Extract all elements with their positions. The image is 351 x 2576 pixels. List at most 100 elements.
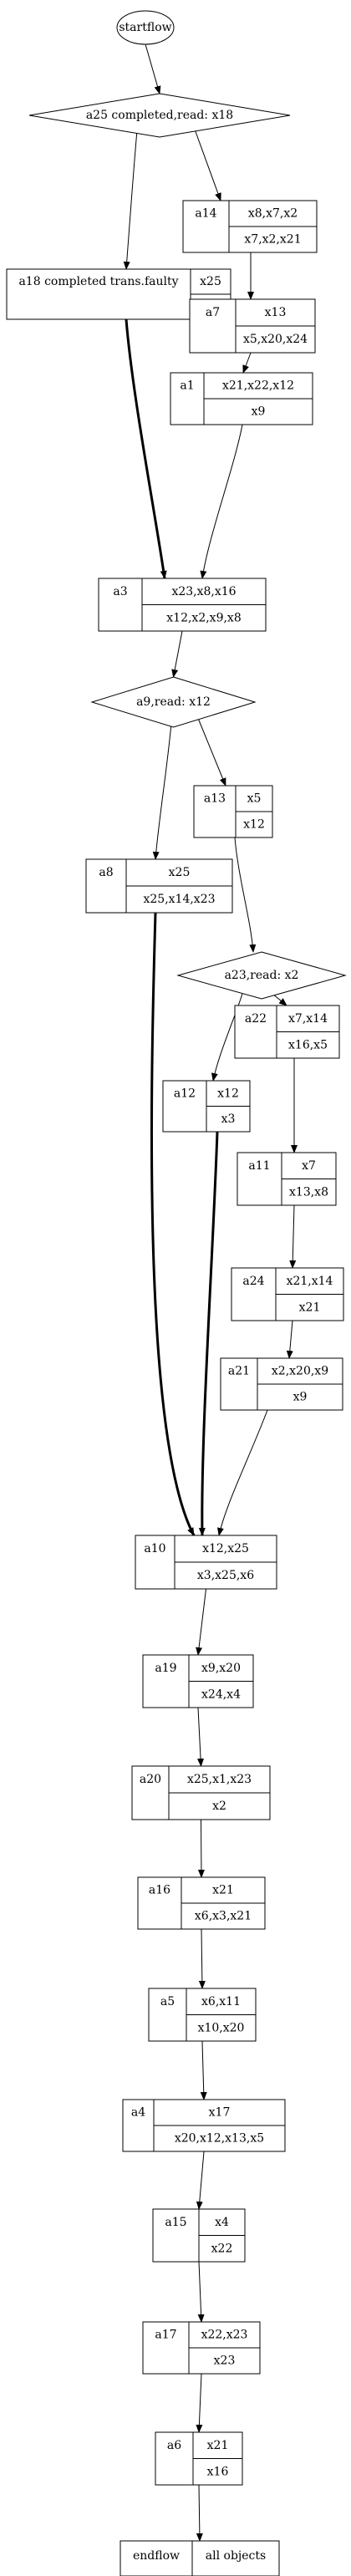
node-endflow: endflow all objects [120,2540,280,2576]
edge-a6-to-endflow [196,2484,203,2542]
edge-a20-to-a16 [197,1819,205,1878]
record-name: a3 [113,585,127,598]
record-write-vars: x23 [214,2355,236,2368]
edge-a17-to-a6 [196,2373,203,2433]
record-read-vars: x12,x25 [202,1542,249,1555]
record-name: a20 [140,1773,161,1786]
node-startflow: startflow [116,10,175,45]
record-read-vars: x21 [207,2439,229,2452]
record-name: a19 [155,1662,176,1675]
record-name: a15 [165,2216,186,2229]
record-write-vars: x2 [212,1800,226,1813]
record-read-vars: x7 [302,1159,316,1173]
diamond-shape [28,93,291,138]
node-a8: a8 x25 x25,x14,x23 [85,858,233,914]
node-a7: a7 x13 x5,x20,x24 [189,298,316,354]
record-name: a21 [228,1365,250,1378]
record-write-vars: x24,x4 [201,1688,241,1701]
node-a1: a1 x21,x22,x12 x9 [170,372,313,425]
record-write-vars: x9 [252,405,266,419]
record-read-vars: x6,x11 [201,1995,241,2008]
record-write-vars: x21 [299,1301,321,1314]
record-write-vars: x12 [243,818,265,832]
record-name: a1 [180,379,194,393]
record-read-vars: x25 [169,866,191,879]
edge-d-a9-to-a13 [195,711,226,787]
ellipse-shape [116,10,175,45]
edge-a7-to-a1 [242,352,252,374]
node-a20: a20 x25,x1,x23 x2 [131,1765,271,1820]
edge-a11-to-a24 [289,1204,297,1269]
record-write-vars: x3,x25,x6 [197,1569,254,1582]
decision-label: a23,read: x2 [225,969,299,982]
record-read-vars: x17 [209,2106,231,2120]
record-read-vars: x22,x23 [201,2329,248,2342]
node-a19: a19 x9,x20 x24,x4 [142,1654,254,1708]
record-read-vars: x8,x7,x2 [248,207,298,221]
record-read-vars: x21,x14 [287,1275,333,1288]
edge-d-a9-to-a8 [152,722,172,860]
record-read-vars: x21,x22,x12 [222,379,294,393]
edge-a19-to-a20 [197,1707,205,1767]
edge-a8-to-a10 [150,912,196,1536]
record-write-vars: x16 [207,2465,229,2478]
record-name: a7 [206,306,220,319]
record-write-vars: x16,x5 [288,1038,328,1051]
edge-a5-to-a4 [200,2040,207,2100]
edges [123,43,298,2542]
record-read-vars: x13 [265,306,287,319]
edge-d-a25-to-a18 [123,130,138,270]
record-name: a8 [99,866,113,879]
record-write-vars: x9 [293,1391,308,1404]
edge-d-a23-to-a12 [211,993,243,1082]
decision-label: a25 completed,read: x18 [86,109,233,122]
record-read-vars: x9,x20 [201,1662,241,1675]
node-a10: a10 x12,x25 x3,x25,x6 [135,1535,277,1590]
node-a5: a5 x6,x11 x10,x20 [148,1988,257,2042]
record-name: a24 [242,1275,264,1288]
record-read-vars: x25 [200,275,221,288]
edge-a10-to-a19 [196,1588,206,1656]
record-write-vars: x25,x14,x23 [143,893,215,906]
record-read-vars: x2,x20,x9 [272,1365,328,1378]
edge-a24-to-a21 [286,1320,293,1359]
record-write-vars: x13,x8 [289,1185,328,1199]
edge-a15-to-a17 [197,2261,205,2323]
edge-a18-to-a3 [125,318,167,579]
record-name: a5 [160,1995,175,2008]
record-read-vars: all objects [206,2549,266,2563]
record-write-vars: x5,x20,x24 [243,333,308,346]
record-name: a18 completed trans.faulty [18,275,178,288]
record-write-vars: x22 [211,2242,233,2255]
record-read-vars: x23,x8,x16 [171,585,236,598]
record-name: a14 [195,207,216,221]
node-d-a23: a23,read: x2 [176,951,347,1000]
record-name: endflow [133,2549,180,2563]
edge-a21-to-a10 [216,1409,268,1536]
node-label: startflow [119,21,171,34]
edge-a1-to-a3 [200,424,243,579]
record-read-vars: x25,x1,x23 [187,1773,252,1786]
edge-d-a25-to-a14 [193,126,221,201]
record-write-vars: x10,x20 [198,2021,245,2034]
edge-startflow-to-d-a25 [145,43,161,94]
record-write-vars: x12,x2,x9,x8 [166,611,241,624]
record-name: a12 [174,1087,196,1100]
record-name: a10 [144,1542,165,1555]
record-write-vars: x20,x12,x13,x5 [175,2132,264,2146]
record-write-vars: x3 [221,1112,236,1126]
record-read-vars: x7,x14 [288,1012,328,1026]
node-a3: a3 x23,x8,x16 x12,x2,x9,x8 [98,578,267,632]
record-name: a11 [248,1159,270,1173]
diamond-shape [90,676,257,728]
record-read-vars: x5 [247,792,262,806]
